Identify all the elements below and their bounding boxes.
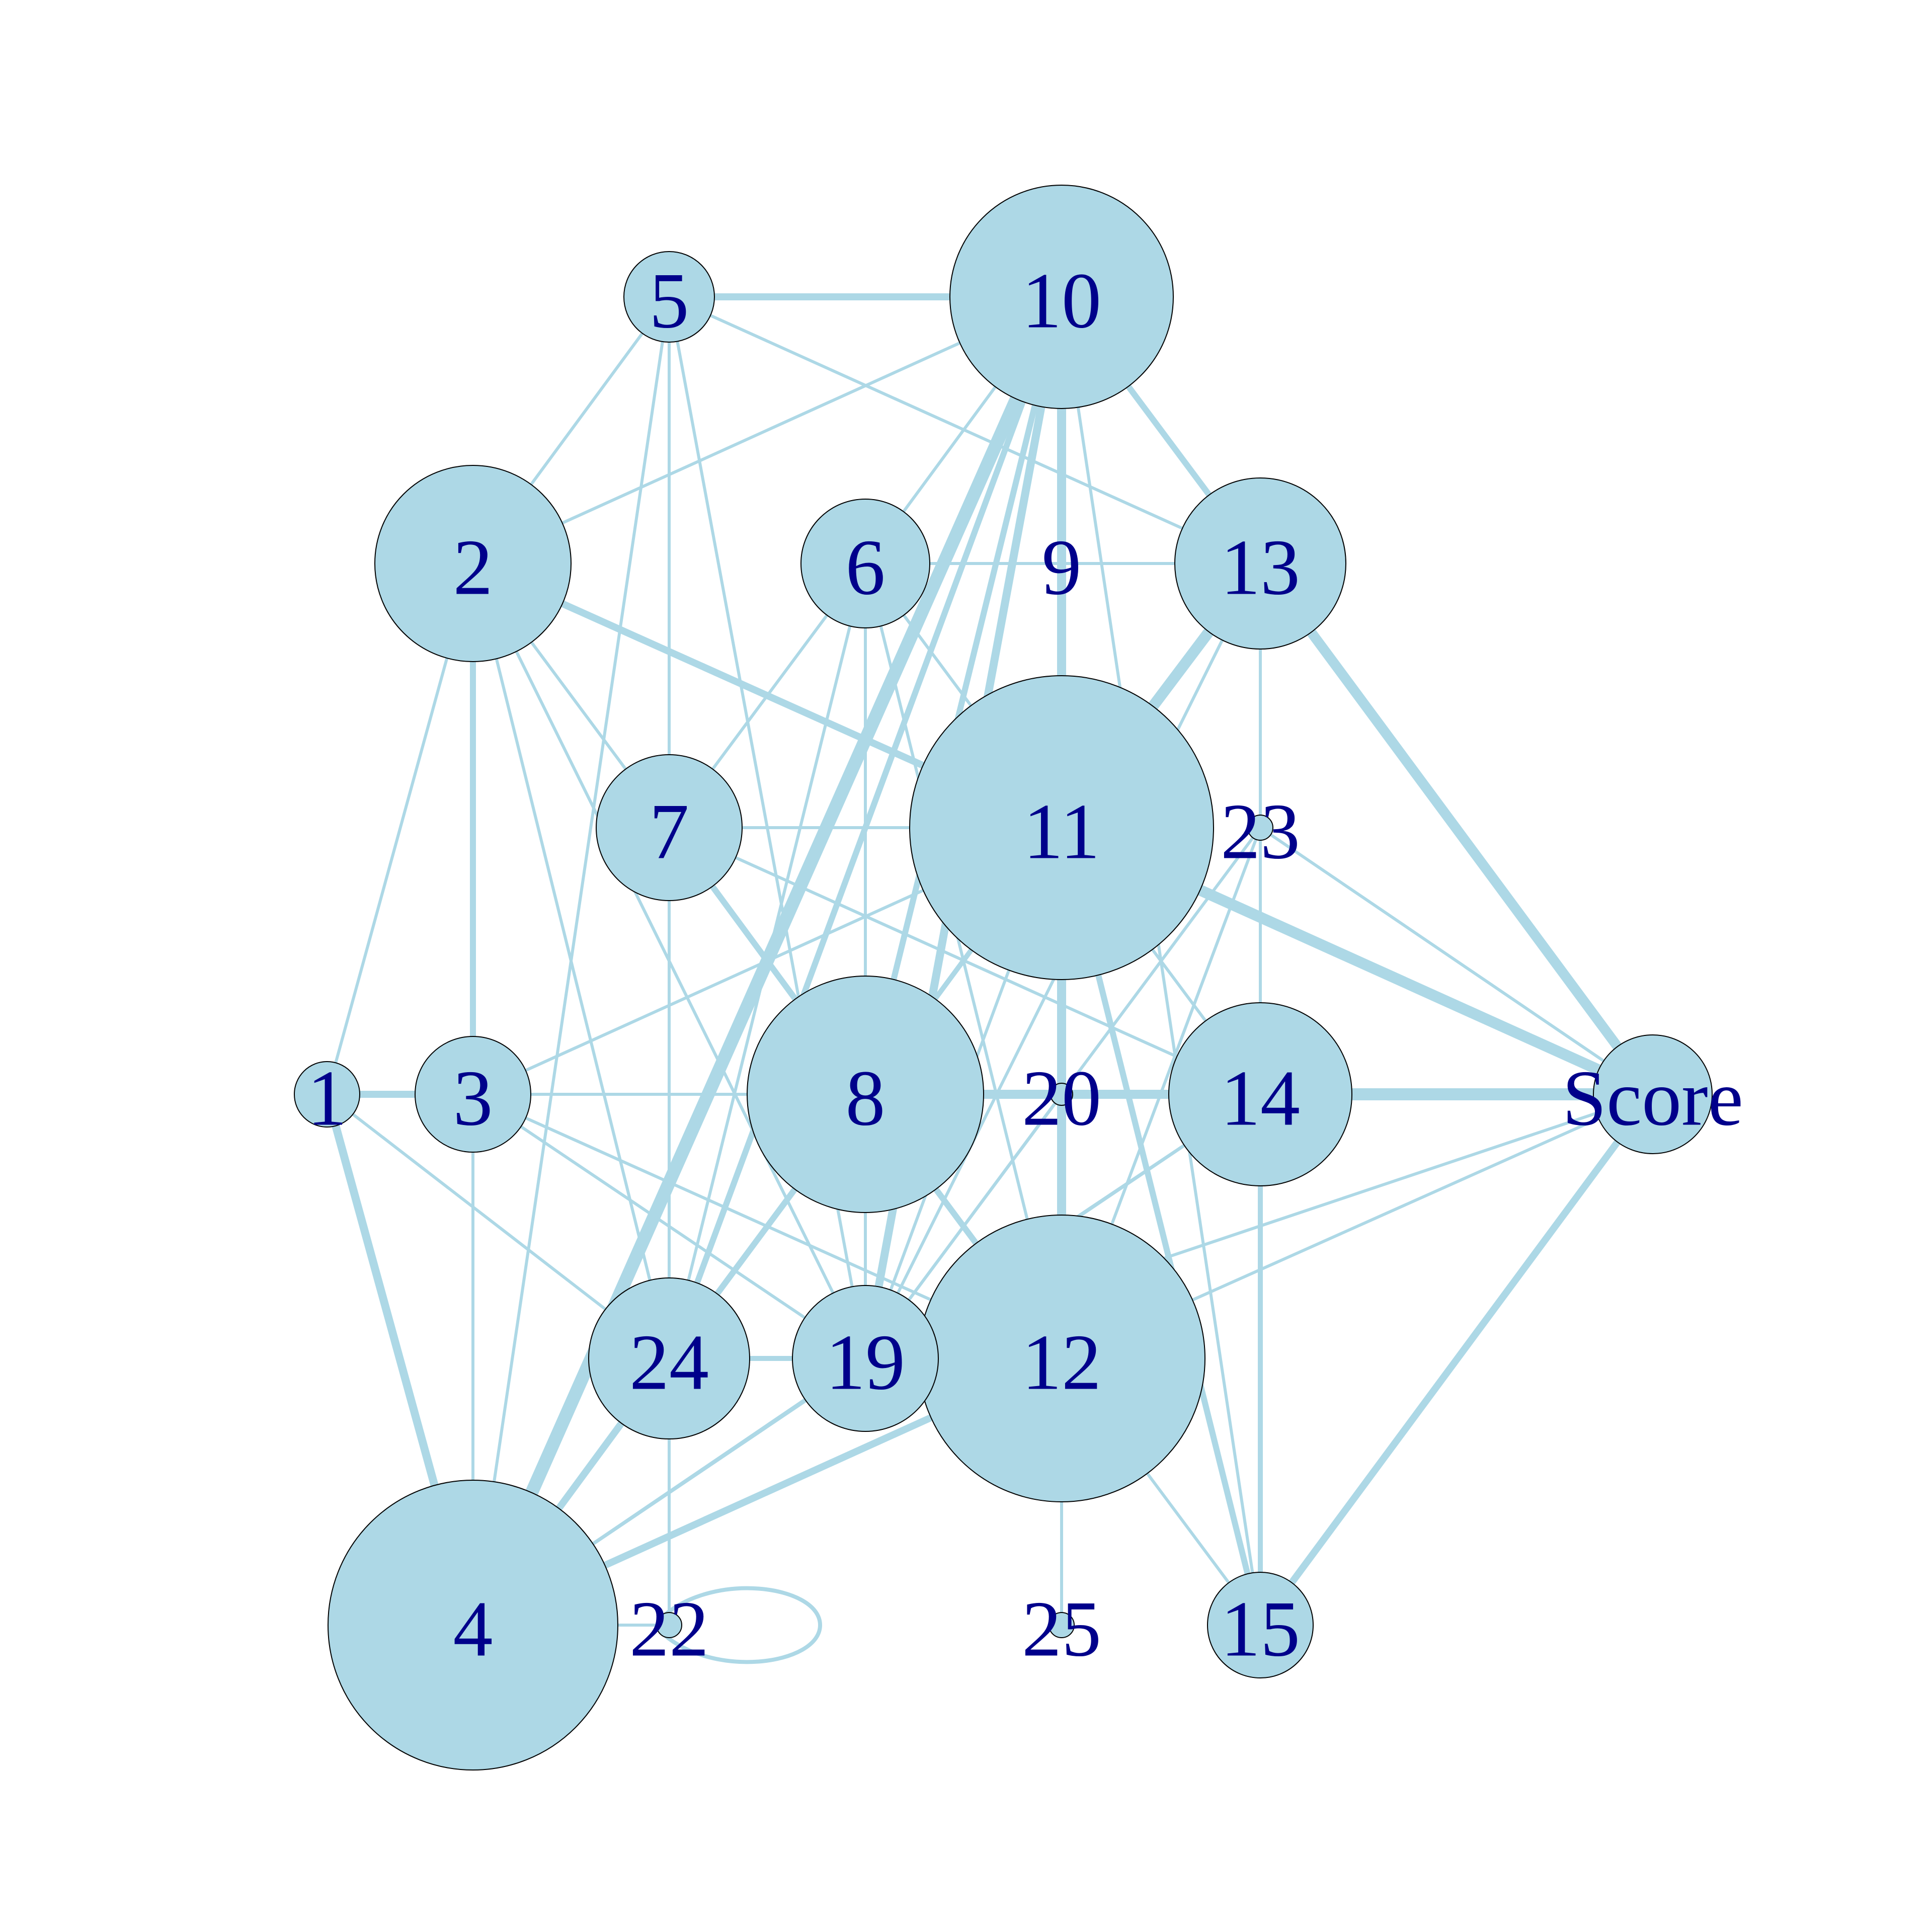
node-label-22: 22	[629, 1585, 709, 1673]
node-24: 24	[588, 1277, 750, 1439]
node-label-25: 25	[1022, 1585, 1101, 1673]
node-circle-25	[1049, 1612, 1075, 1638]
node-circle-22	[656, 1612, 682, 1638]
node-circle-6	[800, 499, 930, 628]
node-label-12: 12	[1022, 1319, 1101, 1407]
node-circle-10	[949, 185, 1174, 409]
node-circle-7	[596, 754, 743, 901]
node-label-2: 2	[453, 524, 493, 612]
edge-22-22-loop	[658, 1586, 823, 1664]
edge-13-Score	[1256, 560, 1657, 1097]
node-label-19: 19	[826, 1319, 905, 1407]
node-label-5: 5	[650, 257, 689, 345]
edge-2-24	[471, 563, 671, 1359]
edge-3-19	[472, 1093, 866, 1360]
node-13: 13	[1174, 477, 1346, 650]
node-14: 14	[1168, 1002, 1352, 1186]
node-circle-4	[328, 1480, 618, 1770]
node-circle-8	[747, 976, 984, 1213]
node-label-24: 24	[629, 1319, 709, 1407]
node-15: 15	[1207, 1572, 1314, 1678]
node-label-15: 15	[1221, 1585, 1300, 1673]
node-10: 10	[949, 185, 1174, 409]
node-22: 22	[629, 1585, 709, 1673]
node-circle-1	[294, 1061, 360, 1128]
node-label-Score: Score	[1562, 1055, 1743, 1143]
node-25: 25	[1022, 1585, 1101, 1673]
node-11: 11	[909, 675, 1214, 980]
node-label-8: 8	[846, 1055, 886, 1143]
node-circle-13	[1174, 477, 1346, 650]
node-3: 3	[415, 1036, 531, 1153]
node-circle-23	[1247, 815, 1273, 841]
node-label-6: 6	[846, 524, 886, 612]
node-label-7: 7	[650, 788, 689, 876]
node-23: 23	[1221, 788, 1300, 876]
node-label-1: 1	[307, 1055, 347, 1143]
node-Score: Score	[1562, 1034, 1743, 1154]
node-label-23: 23	[1221, 788, 1300, 876]
node-label-14: 14	[1221, 1055, 1300, 1143]
node-circle-11	[909, 675, 1214, 980]
edge-Score-15	[1257, 1092, 1656, 1628]
edge-23-Score	[1259, 826, 1654, 1096]
node-5: 5	[623, 251, 715, 345]
node-19: 19	[792, 1285, 939, 1432]
node-circle-2	[374, 465, 572, 662]
node-7: 7	[596, 754, 743, 901]
node-circle-19	[792, 1285, 939, 1432]
node-label-4: 4	[453, 1585, 493, 1673]
node-2: 2	[374, 465, 572, 662]
node-label-20: 20	[1022, 1055, 1101, 1143]
node-9: 9	[1042, 524, 1082, 612]
node-label-9: 9	[1042, 524, 1082, 612]
node-label-10: 10	[1022, 257, 1101, 345]
node-circle-3	[415, 1036, 531, 1153]
node-circle-Score	[1593, 1034, 1713, 1154]
node-1: 1	[294, 1055, 360, 1143]
node-circle-5	[623, 251, 715, 343]
node-12: 12	[918, 1215, 1205, 1502]
node-label-11: 11	[1023, 788, 1100, 876]
node-circle-15	[1207, 1572, 1314, 1678]
node-20: 20	[1022, 1055, 1101, 1143]
node-8: 8	[747, 976, 984, 1213]
node-label-3: 3	[453, 1055, 493, 1143]
node-circle-20	[1050, 1083, 1073, 1106]
node-6: 6	[800, 499, 930, 628]
node-circle-24	[588, 1277, 750, 1439]
node-label-13: 13	[1221, 524, 1300, 612]
node-circle-14	[1168, 1002, 1352, 1186]
node-4: 4	[328, 1480, 618, 1770]
